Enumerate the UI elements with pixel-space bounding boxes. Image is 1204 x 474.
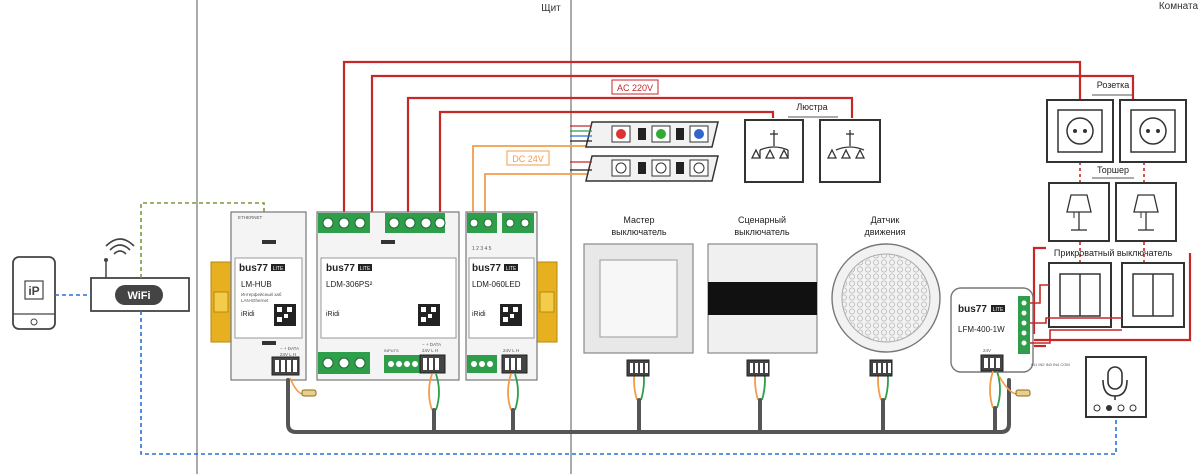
panel-bus-connectors [626,359,893,377]
hub-badge: LITE [273,266,284,272]
chandelier-icon [819,119,881,183]
phone-app-letter: iP [28,284,39,298]
led-strip-rgb [570,121,719,148]
master-switch-subtitle: выключатель [611,227,667,237]
bedside-switch-right [1121,262,1185,328]
wifi-label: WiFi [127,290,150,302]
bus-vertical-taps [432,398,997,434]
floor-lamp-label: Торшер [1097,165,1129,175]
ldm306-model: LDM-306PS² [326,280,373,289]
bus-terminator-right [998,375,1031,397]
bedside-switch-left [1048,262,1112,328]
hub-bottom-label: − + DATA [280,346,299,351]
ac-label: AC 220V [617,83,653,93]
ac-220v-wiring [342,60,1192,348]
dc-24v-wiring [472,145,592,214]
ldm060-brand: bus77 [472,263,501,274]
bus-terminator-left [289,377,317,397]
socket-icon [1119,99,1187,163]
lfm-inputs-label: IN1 IN2 IN3 IN4 COM [1031,362,1070,367]
scenario-switch-subtitle: выключатель [734,227,790,237]
ldm060-model: LDM-060LED [472,280,521,289]
socket-label: Розетка [1097,80,1130,90]
motion-sensor-title: Датчик [871,215,900,225]
lfm-model: LFM-400-1W [958,325,1005,334]
led-strip-white [570,155,719,182]
chandelier-icon [744,119,804,183]
ldm306-powered: iRidi [326,311,340,318]
microphone-panel [1085,356,1147,418]
ldm306-brand: bus77 [326,263,355,274]
hub-bottom-label-2: 24V L H [280,352,296,357]
phone-icon: iP [12,256,56,330]
microphone-icon [1102,366,1128,400]
lfm-brand: bus77 [958,304,987,315]
ldm306-badge: LITE [360,266,371,272]
chandelier-label: Люстра [796,102,827,112]
wifi-links [55,294,1117,455]
master-switch-title: Мастер [623,215,654,225]
ldm306-inputs-label: INPUTS [384,348,399,353]
ldm-306ps-module: bus77 LITE LDM-306PS² iRidi INPUTS − + D… [316,211,460,381]
floor-lamp-icon [1048,182,1110,242]
hub-brand: bus77 [239,263,268,274]
wifi-icon [105,238,135,255]
ldm306-bottom-label-2: 24V L H [422,348,438,353]
scenario-switch [707,243,818,354]
motion-sensor-subtitle: движения [865,227,906,237]
zone-cabinet-label: Щит [541,3,561,14]
hub-model: LM-HUB [241,280,272,289]
hub-desc-2: LAN-Ethernet [241,298,269,303]
dc-label: DC 24V [512,154,544,164]
ldm306-bottom-label: − + DATA [422,342,441,347]
bedside-switch-label: Прикроватный выключатель [1054,248,1173,258]
hub-desc: Интерфейсный хаб [241,291,282,297]
floor-lamp-icon [1115,182,1177,242]
ldm060-channel-numbers: 1 2 3 4 5 [472,246,492,252]
din-end-stop-right [536,261,558,343]
panel-bus-pins [630,363,891,373]
hub-powered: iRidi [241,311,255,318]
zone-room-label: Комната [1159,1,1199,12]
ldm060-powered: iRidi [472,311,486,318]
socket-icon [1046,99,1114,163]
ac-label-box [611,79,659,95]
lfm-bottom-label: 24V [983,348,991,353]
scenario-switch-title: Сценарный [738,215,786,225]
dc-label-box [506,150,550,166]
ldm-060led-module: 1 2 3 4 5 bus77 LITE LDM-060LED iRidi 24… [465,211,538,381]
lfm-relay-wiring [1030,284,1122,344]
bus-cable [286,378,1011,434]
ldm060-badge: LITE [506,266,517,272]
lfm-badge: LITE [993,307,1004,313]
din-end-stop-left [210,261,232,343]
ethernet-link [140,202,265,278]
lfm-400-module: bus77 LITE LFM-400-1W IN1 IN2 IN3 IN4 CO… [950,287,1070,373]
hub-port-label: ETHERNET [238,215,263,220]
lm-hub-module: ETHERNET bus77 LITE LM-HUB Интерфейсный … [230,211,307,381]
wifi-router: WiFi [90,238,190,312]
motion-sensor [831,243,941,353]
ldm060-bottom-label: 24V L H [503,348,519,353]
master-switch [583,243,694,354]
